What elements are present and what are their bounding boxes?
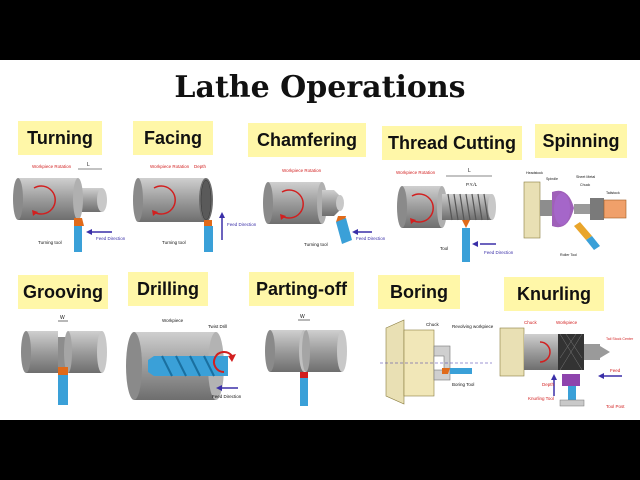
turning-rotation-note: Workpiece Rotation (32, 164, 72, 169)
knurling-diagram: Chuck Workpiece Tail Stock Center Feed D… (499, 320, 634, 409)
label-grooving: Grooving (18, 275, 108, 309)
spinning-headstock-note: Headstock (526, 171, 543, 175)
chamfering-diagram: Workpiece Rotation Feed Direction Turnin… (263, 168, 386, 247)
facing-tool-note: Turning tool (162, 240, 186, 245)
spinning-diagram: Headstock Spindle Sheet Metal Chuck Tail… (523, 171, 627, 257)
thread-tool-note: Tool (440, 246, 448, 251)
spinning-roller-note: Roller Tool (560, 253, 577, 257)
facing-depth-note: Depth (194, 164, 207, 169)
turning-tool-note: Turning tool (38, 240, 62, 245)
label-knurling: Knurling (504, 277, 604, 311)
facing-diagram: Workpiece Rotation Depth Feed Direction … (133, 164, 257, 252)
parting-off-diagram: W (265, 314, 347, 406)
label-turning: Turning (18, 121, 102, 155)
drilling-workpiece-note: Workpiece (162, 318, 184, 323)
boring-diagram: Chuck Revolving workpiece Boring Tool (380, 319, 494, 405)
knurling-workpiece-note: Workpiece (556, 320, 578, 325)
chamfering-feed-note: Feed Direction (356, 236, 386, 241)
page-title: Lathe Operations (174, 70, 466, 105)
knurling-center-note: Tail Stock Center (606, 337, 634, 341)
grooving-diagram: W (21, 315, 107, 405)
turning-length-note: L (87, 162, 90, 168)
chamfering-rotation-note: Workpiece Rotation (282, 168, 322, 173)
knurling-post-note: Tool Post (606, 404, 625, 409)
thread-feed-note: Feed Direction (484, 250, 514, 255)
knurling-chuck-note: Chuck (524, 320, 538, 325)
drilling-diagram: Feed Direction Workpiece Twist Drill (126, 318, 242, 400)
knurling-depth-note: Depth (542, 382, 555, 387)
turning-diagram: Workpiece Rotation L Feed Direction Turn… (13, 162, 126, 252)
spinning-sheet-note: Sheet Metal (576, 175, 595, 179)
facing-feed-note: Feed Direction (227, 222, 257, 227)
drilling-feed-note: Feed Direction (212, 394, 242, 399)
spinning-chuck-note: Chuck (580, 183, 590, 187)
spinning-spindle-note: Spindle (546, 177, 558, 181)
diagram-canvas: Lathe Operations Turning Facing Chamferi… (0, 60, 640, 420)
label-boring: Boring (378, 275, 460, 309)
label-drilling: Drilling (128, 272, 208, 306)
drilling-twistdrill-note: Twist Drill (208, 324, 227, 329)
knurling-feed-note: Feed (610, 368, 621, 373)
label-chamfering: Chamfering (248, 123, 366, 157)
thread-cutting-diagram: Workpiece Rotation L P.Y./L Feed Directi… (396, 168, 514, 262)
label-spinning: Spinning (535, 124, 627, 158)
thread-length-note: L (468, 168, 471, 174)
chamfering-tool-note: Turning tool (304, 242, 328, 247)
turning-feed-note: Feed Direction (96, 236, 126, 241)
label-thread-cutting: Thread Cutting (382, 126, 522, 160)
spinning-tailstock-note: Tailstock (606, 191, 620, 195)
facing-rotation-note: Workpiece Rotation (150, 164, 190, 169)
boring-tool-note: Boring Tool (452, 382, 474, 387)
boring-workpiece-note: Revolving workpiece (452, 324, 494, 329)
label-parting-off: Parting-off (249, 272, 354, 306)
parting-width-note: W (300, 314, 305, 320)
thread-pitch-note: P.Y./L (466, 182, 478, 187)
label-facing: Facing (133, 121, 213, 155)
grooving-width-note: W (60, 315, 65, 321)
boring-chuck-note: Chuck (426, 322, 440, 327)
knurling-tool-note: Knurling Tool (528, 396, 554, 401)
thread-rotation-note: Workpiece Rotation (396, 170, 436, 175)
